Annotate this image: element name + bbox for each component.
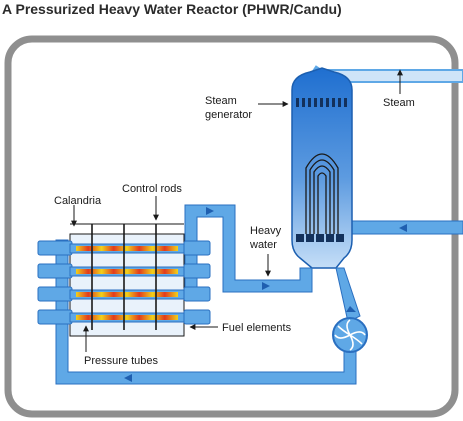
steam-generator	[291, 67, 353, 269]
label-calandria: Calandria	[54, 195, 102, 207]
label-pressure-tubes: Pressure tubes	[84, 355, 158, 367]
diagram-title: A Pressurized Heavy Water Reactor (PHWR/…	[2, 1, 342, 17]
flow-arrows	[124, 207, 407, 382]
control-rods	[91, 224, 157, 330]
heavy-water-loop	[55, 204, 361, 385]
fuel-elements	[76, 246, 178, 320]
coolant-pump	[332, 317, 368, 353]
calandria	[37, 223, 211, 337]
label-steam-generator-line2: generator	[205, 109, 252, 121]
label-heavy-water-line1: Heavy	[250, 225, 282, 237]
label-steam-generator-line1: Steam	[205, 95, 237, 107]
label-heavy-water-line2: water	[249, 239, 277, 251]
label-control-rods: Control rods	[122, 183, 182, 195]
label-fuel-elements: Fuel elements	[222, 322, 292, 334]
label-steam: Steam	[383, 97, 415, 109]
